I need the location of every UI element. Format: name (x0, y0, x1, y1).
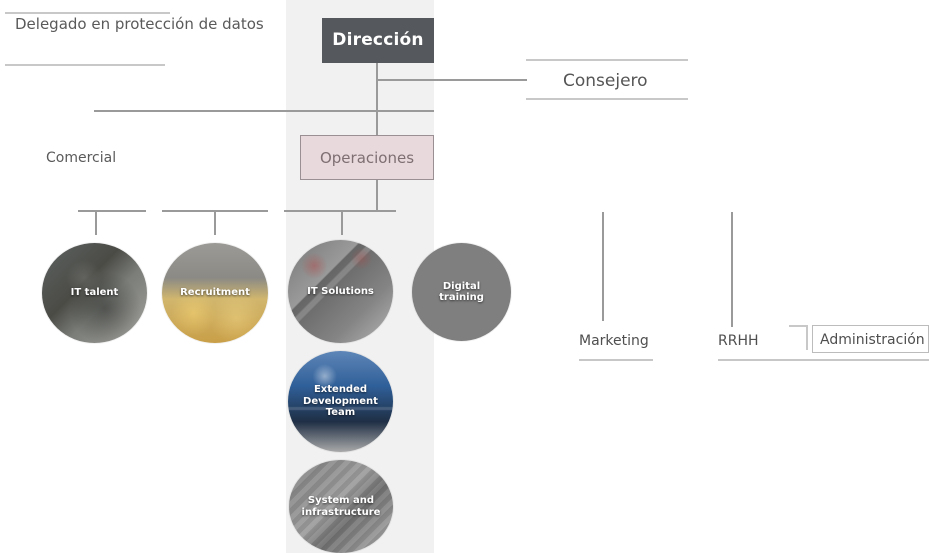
people-icon (42, 243, 147, 343)
service-label: Extended Development Team (303, 384, 378, 419)
service-label: IT Solutions (307, 285, 374, 297)
top-horizontal-line (94, 110, 434, 112)
rrhh-underline (718, 359, 929, 361)
rrhh-label: RRHH (718, 333, 759, 349)
services-horizontal-line (78, 210, 396, 212)
ops-down-line (376, 180, 378, 211)
branch-2-line (214, 210, 216, 235)
counselor-bottom-line (526, 98, 688, 100)
rrhh-vertical-line (731, 212, 733, 327)
service-label: IT talent (70, 287, 119, 299)
tools-icon (162, 243, 268, 343)
service-it-solutions: IT Solutions (288, 240, 393, 343)
rrhh-bracket-top (789, 325, 807, 327)
service-label: Digital training (439, 280, 484, 304)
infrastructure-icon (289, 460, 393, 553)
administration-label: Administración (820, 332, 925, 348)
team-icon (288, 351, 393, 452)
service-digital-training: Digital training (412, 243, 511, 341)
counselor-horizontal-line (377, 79, 527, 81)
dpo-top-line (5, 12, 170, 14)
service-system-infrastructure: System and infrastructure (289, 460, 393, 553)
marketing-vertical-line (602, 212, 604, 321)
service-it-talent: IT talent (42, 243, 147, 343)
service-extended-team: Extended Development Team (288, 351, 393, 452)
rrhh-bracket-side (806, 325, 808, 350)
counselor-label: Consejero (563, 71, 648, 91)
break-line-1 (146, 210, 162, 213)
marketing-label: Marketing (579, 333, 649, 349)
branch-1-line (95, 210, 97, 235)
direction-to-ops-line (376, 63, 378, 135)
dpo-label: Delegado en protección de datos (15, 15, 264, 33)
service-recruitment: Recruitment (162, 243, 268, 343)
service-label: System and infrastructure (301, 495, 381, 518)
break-line-2 (268, 210, 284, 213)
operations-box: Operaciones (300, 135, 434, 180)
direction-box: Dirección (322, 18, 434, 63)
branch-3-line (341, 210, 343, 235)
computer-icon (288, 240, 393, 343)
marketing-underline (579, 359, 653, 361)
service-label: Recruitment (180, 287, 250, 299)
dpo-bottom-line (5, 64, 165, 66)
comercial-label: Comercial (46, 150, 117, 166)
counselor-top-line (526, 59, 688, 61)
